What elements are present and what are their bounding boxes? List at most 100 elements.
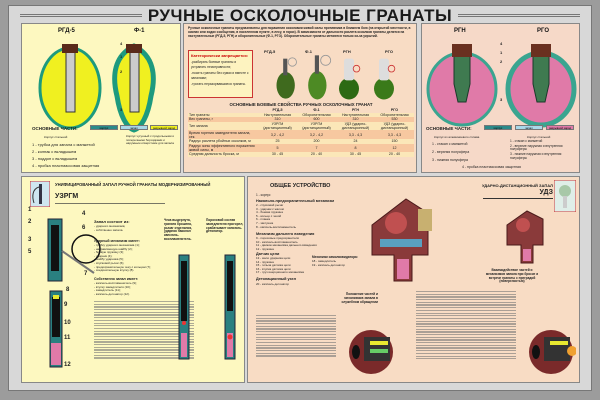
table-cell: Оборонительная bbox=[297, 112, 336, 118]
striker-title: Ударный механизм имеет: bbox=[94, 239, 140, 243]
group-title: Датчик цели bbox=[256, 252, 280, 256]
caption-detonation: Пороховой состав замедлителя прогорел, с… bbox=[206, 218, 244, 234]
part-item: 2 - верхние наружная и внутренняя полусф… bbox=[510, 143, 563, 152]
table-title: ОСНОВНЫЕ БОЕВЫЕ СВОЙСТВА РУЧНЫХ ОСКОЛОЧН… bbox=[229, 102, 373, 107]
table-cell: 30 - 45 bbox=[258, 152, 297, 157]
poster-title: РУЧНЫЕ ОСКОЛОЧНЫЕ ГРАНАТЫ bbox=[0, 6, 600, 26]
row-header: Радиус зоны эффективного поражения живой… bbox=[188, 143, 258, 153]
callout: 8 bbox=[66, 287, 70, 293]
table-cell: 310 bbox=[336, 117, 375, 122]
group-title: Механизм дальнего взведения bbox=[256, 232, 315, 236]
table-cell: Наступательная bbox=[258, 112, 297, 118]
part-item: 2 - колпак с вкладышем bbox=[32, 149, 77, 154]
callout-4: 4 bbox=[120, 41, 123, 46]
fuse-title: Собственно запал имеет: bbox=[94, 277, 139, 281]
legend-fuse: запал bbox=[515, 125, 543, 130]
table-cell: 3,3 - 4,3 bbox=[336, 130, 375, 139]
caption-striking: Чека выдернута, граната брошена, рычаг о… bbox=[164, 218, 193, 241]
label-rgo: РГО bbox=[537, 28, 549, 34]
table-cell: 3,3 - 4,3 bbox=[375, 130, 414, 139]
caption-action: Взаимодействие частей и механизмов запал… bbox=[485, 268, 539, 284]
legend-body: корпус bbox=[484, 125, 512, 130]
uzrgm-name: УЗРГМ bbox=[55, 193, 79, 200]
part-item: 1 - корпус bbox=[256, 193, 271, 197]
col-header: РГД-5 bbox=[272, 108, 283, 113]
part-item: 1 - трубка для запала с манжетой bbox=[32, 142, 95, 147]
col-header: Ф-1 bbox=[313, 108, 320, 113]
rgn-rgo-cutaway-diagram bbox=[426, 44, 577, 128]
f1-body-note: Корпус чугунный с продольными и поперечн… bbox=[126, 134, 175, 145]
description-text-block bbox=[94, 301, 194, 360]
callout-3: 3 bbox=[500, 97, 503, 102]
udz-cutaway-diagram bbox=[371, 198, 432, 282]
warning-item: -носить гранаты без сумки и вместе с зап… bbox=[191, 71, 249, 80]
uzrgm-cutaway-diagram bbox=[47, 218, 101, 368]
table-cell: 8 bbox=[336, 143, 375, 153]
grenade-photos bbox=[276, 54, 396, 100]
udz-title: УДАРНО-ДИСТАНЦИОННЫЙ ЗАПАЛ bbox=[481, 183, 553, 188]
part-item: 3 - поддон с вкладышем bbox=[32, 156, 78, 161]
label-rgn: РГН bbox=[454, 28, 466, 34]
callout: 9 bbox=[64, 302, 68, 308]
table-row: Радиус зоны эффективного поражения живой… bbox=[188, 143, 414, 153]
table-cell: УДЗ (ударно-дистанционный) bbox=[375, 121, 414, 131]
rgo-body-note: Корпус стальной bbox=[527, 135, 551, 139]
callout: 10 bbox=[64, 320, 71, 326]
parts-title: ОСНОВНЫЕ ЧАСТИ: bbox=[32, 126, 78, 131]
callout: 2 bbox=[28, 219, 32, 225]
uzrgm-action-diagrams bbox=[178, 254, 236, 360]
table-cell: 3,2 - 4,2 bbox=[258, 130, 297, 139]
legend-charge: разрывной заряд bbox=[150, 125, 178, 130]
row-header: Тип гранаты bbox=[188, 112, 258, 118]
part-item: 3 - нижняя полусфера bbox=[432, 158, 468, 162]
table-cell: 150 bbox=[375, 138, 414, 144]
title-rule-right bbox=[415, 14, 580, 17]
photo-label-f1: Ф-1 bbox=[305, 49, 312, 54]
uzrgm-title: УНИФИЦИРОВАННЫЙ ЗАПАЛ РУЧНОЙ ГРАНАТЫ МОД… bbox=[55, 182, 211, 187]
table-cell: 24 bbox=[336, 138, 375, 144]
caption-service: Положение частей и механизмов запала в с… bbox=[341, 292, 378, 304]
legend-fuse: запал bbox=[120, 125, 148, 130]
udz-service-position-diagram bbox=[349, 330, 393, 374]
photo-label-rgd5: РГД-5 bbox=[264, 49, 276, 54]
callout: 7 bbox=[84, 271, 88, 277]
part-item: 1 - стакан с манжетой bbox=[432, 142, 468, 146]
callout: 12 bbox=[64, 362, 71, 368]
row-header: Радиус разлета убойных осколков, м bbox=[188, 138, 258, 144]
row-header: Тип запала bbox=[188, 121, 258, 131]
udz-name: УДЗ bbox=[539, 189, 553, 196]
photo-label-rgo: РГО bbox=[385, 49, 393, 54]
panel-rgd5-f1: РГД-5 Ф-1 4 1 2 3 ОСНОВНЫЕ ЧАСТИ: корпус… bbox=[21, 23, 181, 173]
table-cell: 530 bbox=[375, 117, 414, 122]
callout: 3 bbox=[28, 237, 32, 243]
group-title: Механизм самоликвидатора: bbox=[312, 255, 358, 259]
table-cell: 5 bbox=[258, 143, 297, 153]
udz-action-diagram bbox=[506, 210, 544, 264]
part-item: 4 - пробка пластмассовая защитная bbox=[462, 165, 521, 169]
part-item: 20 - капсюль-детонатор bbox=[256, 282, 289, 286]
callout: 6 bbox=[82, 225, 86, 231]
part-item: 3 - нижние наружная и внутренняя полусфе… bbox=[510, 152, 562, 160]
table-cell: УДЗ (ударно-дистанционный) bbox=[336, 121, 375, 131]
part-item: 1 - стакан с манжетой bbox=[510, 139, 543, 143]
table-cell: 12 bbox=[375, 143, 414, 153]
part-item: 2 - верхняя полусфера bbox=[432, 150, 470, 154]
photo-label-rgn: РГН bbox=[343, 49, 351, 54]
uzrgm-thumbnail bbox=[30, 181, 50, 207]
warning-item: -трогать неразорвавшиеся гранаты. bbox=[191, 82, 246, 86]
divider bbox=[55, 203, 165, 204]
callout-1: 1 bbox=[500, 50, 503, 55]
table-cell: 3,2 - 4,2 bbox=[297, 130, 336, 139]
warning-title: Категорически запрещается: bbox=[191, 53, 249, 58]
table-cell: 7 bbox=[297, 143, 336, 153]
table-cell: 200 bbox=[297, 138, 336, 144]
